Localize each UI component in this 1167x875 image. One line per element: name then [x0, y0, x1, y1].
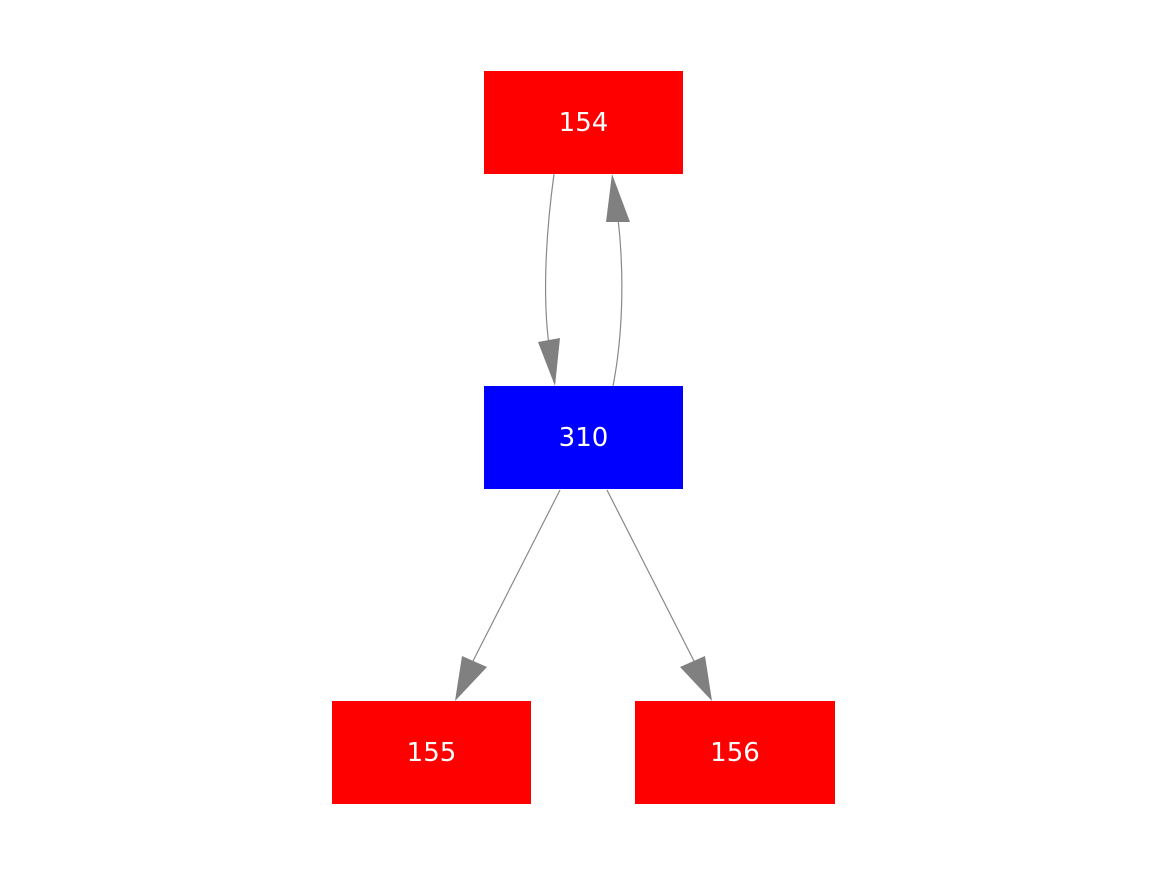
node-310-box [484, 386, 683, 489]
node-310-label: 310 [559, 423, 609, 453]
edge-310-to-156 [606, 489, 712, 701]
node-154-box [484, 71, 683, 174]
node-156-label: 156 [710, 738, 760, 768]
node-155-label: 155 [407, 738, 457, 768]
edge-154-to-310 [538, 173, 560, 386]
edge-310-to-154 [606, 174, 630, 387]
node-154[interactable]: 154 [484, 71, 683, 174]
node-156-box [635, 701, 835, 804]
node-155[interactable]: 155 [332, 701, 531, 804]
node-155-box [332, 701, 531, 804]
node-154-label: 154 [559, 108, 609, 138]
node-310[interactable]: 310 [484, 386, 683, 489]
node-156[interactable]: 156 [635, 701, 835, 804]
edge-310-to-155 [455, 489, 561, 701]
edges [455, 173, 712, 701]
